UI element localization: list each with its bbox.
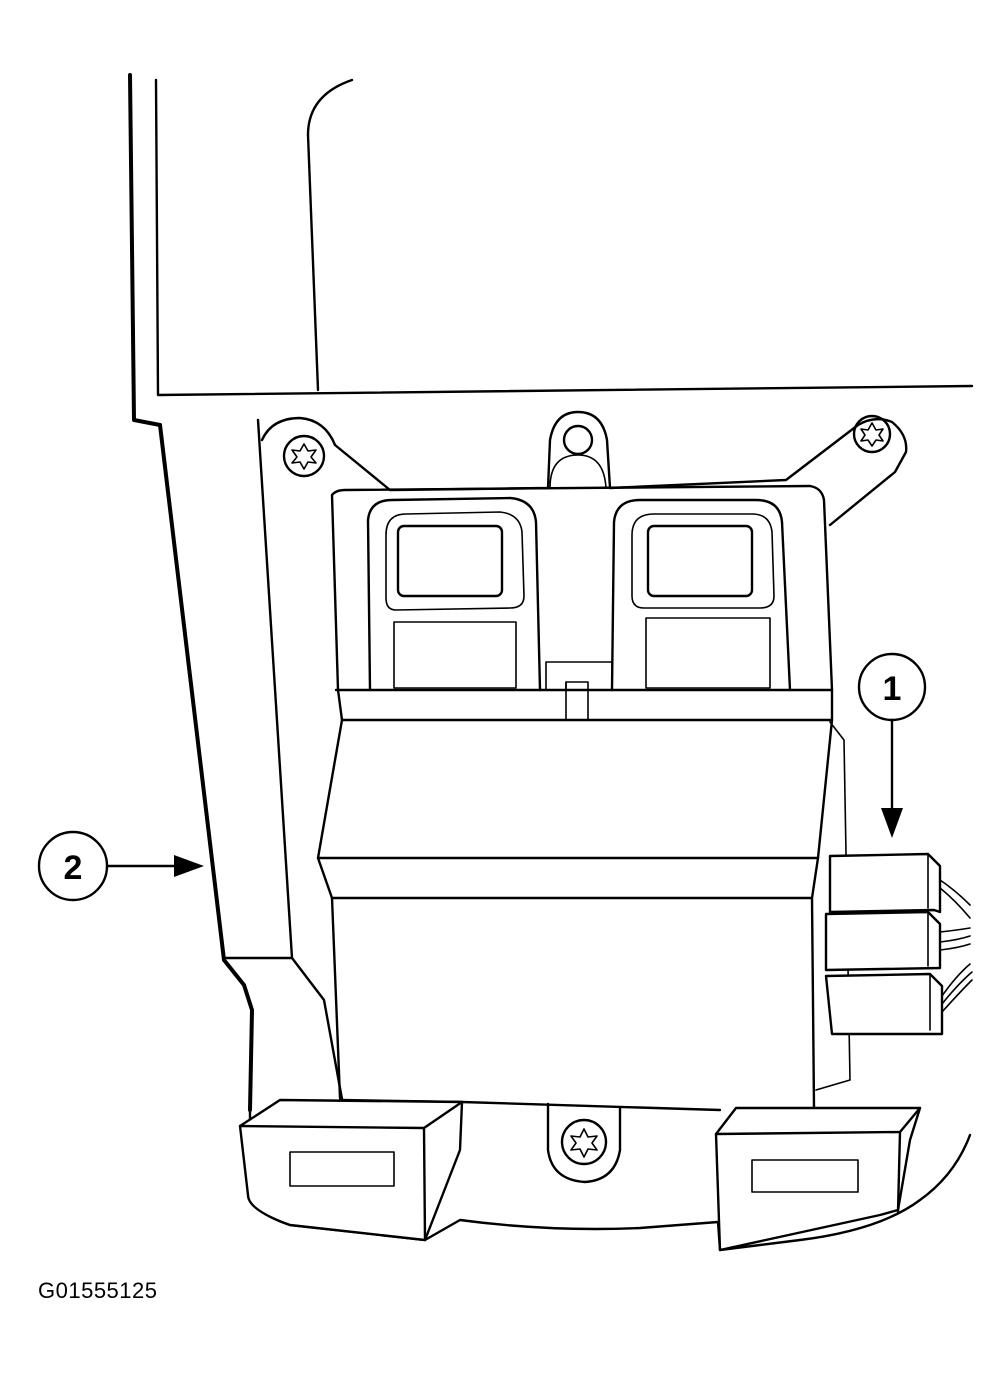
mounting-bracket — [260, 410, 908, 527]
side-trim-panel — [158, 418, 346, 1112]
control-module — [316, 484, 851, 1110]
callout-number: 1 — [883, 670, 902, 708]
callout-number: 2 — [64, 849, 83, 887]
torx-screw-icon — [560, 1118, 608, 1166]
upper-panel — [128, 73, 974, 427]
arrow-head-icon — [174, 855, 204, 877]
callout-2: 2 — [37, 830, 204, 902]
electrical-connectors — [824, 852, 973, 1036]
lower-bracket — [238, 1098, 972, 1252]
figure-id: G01555125 — [38, 1278, 158, 1303]
torx-screw-icon — [852, 414, 892, 454]
bracket-hole — [562, 424, 594, 456]
torx-screw-icon — [282, 434, 326, 478]
arrow-head-icon — [881, 808, 903, 838]
callout-1: 1 — [857, 652, 927, 838]
